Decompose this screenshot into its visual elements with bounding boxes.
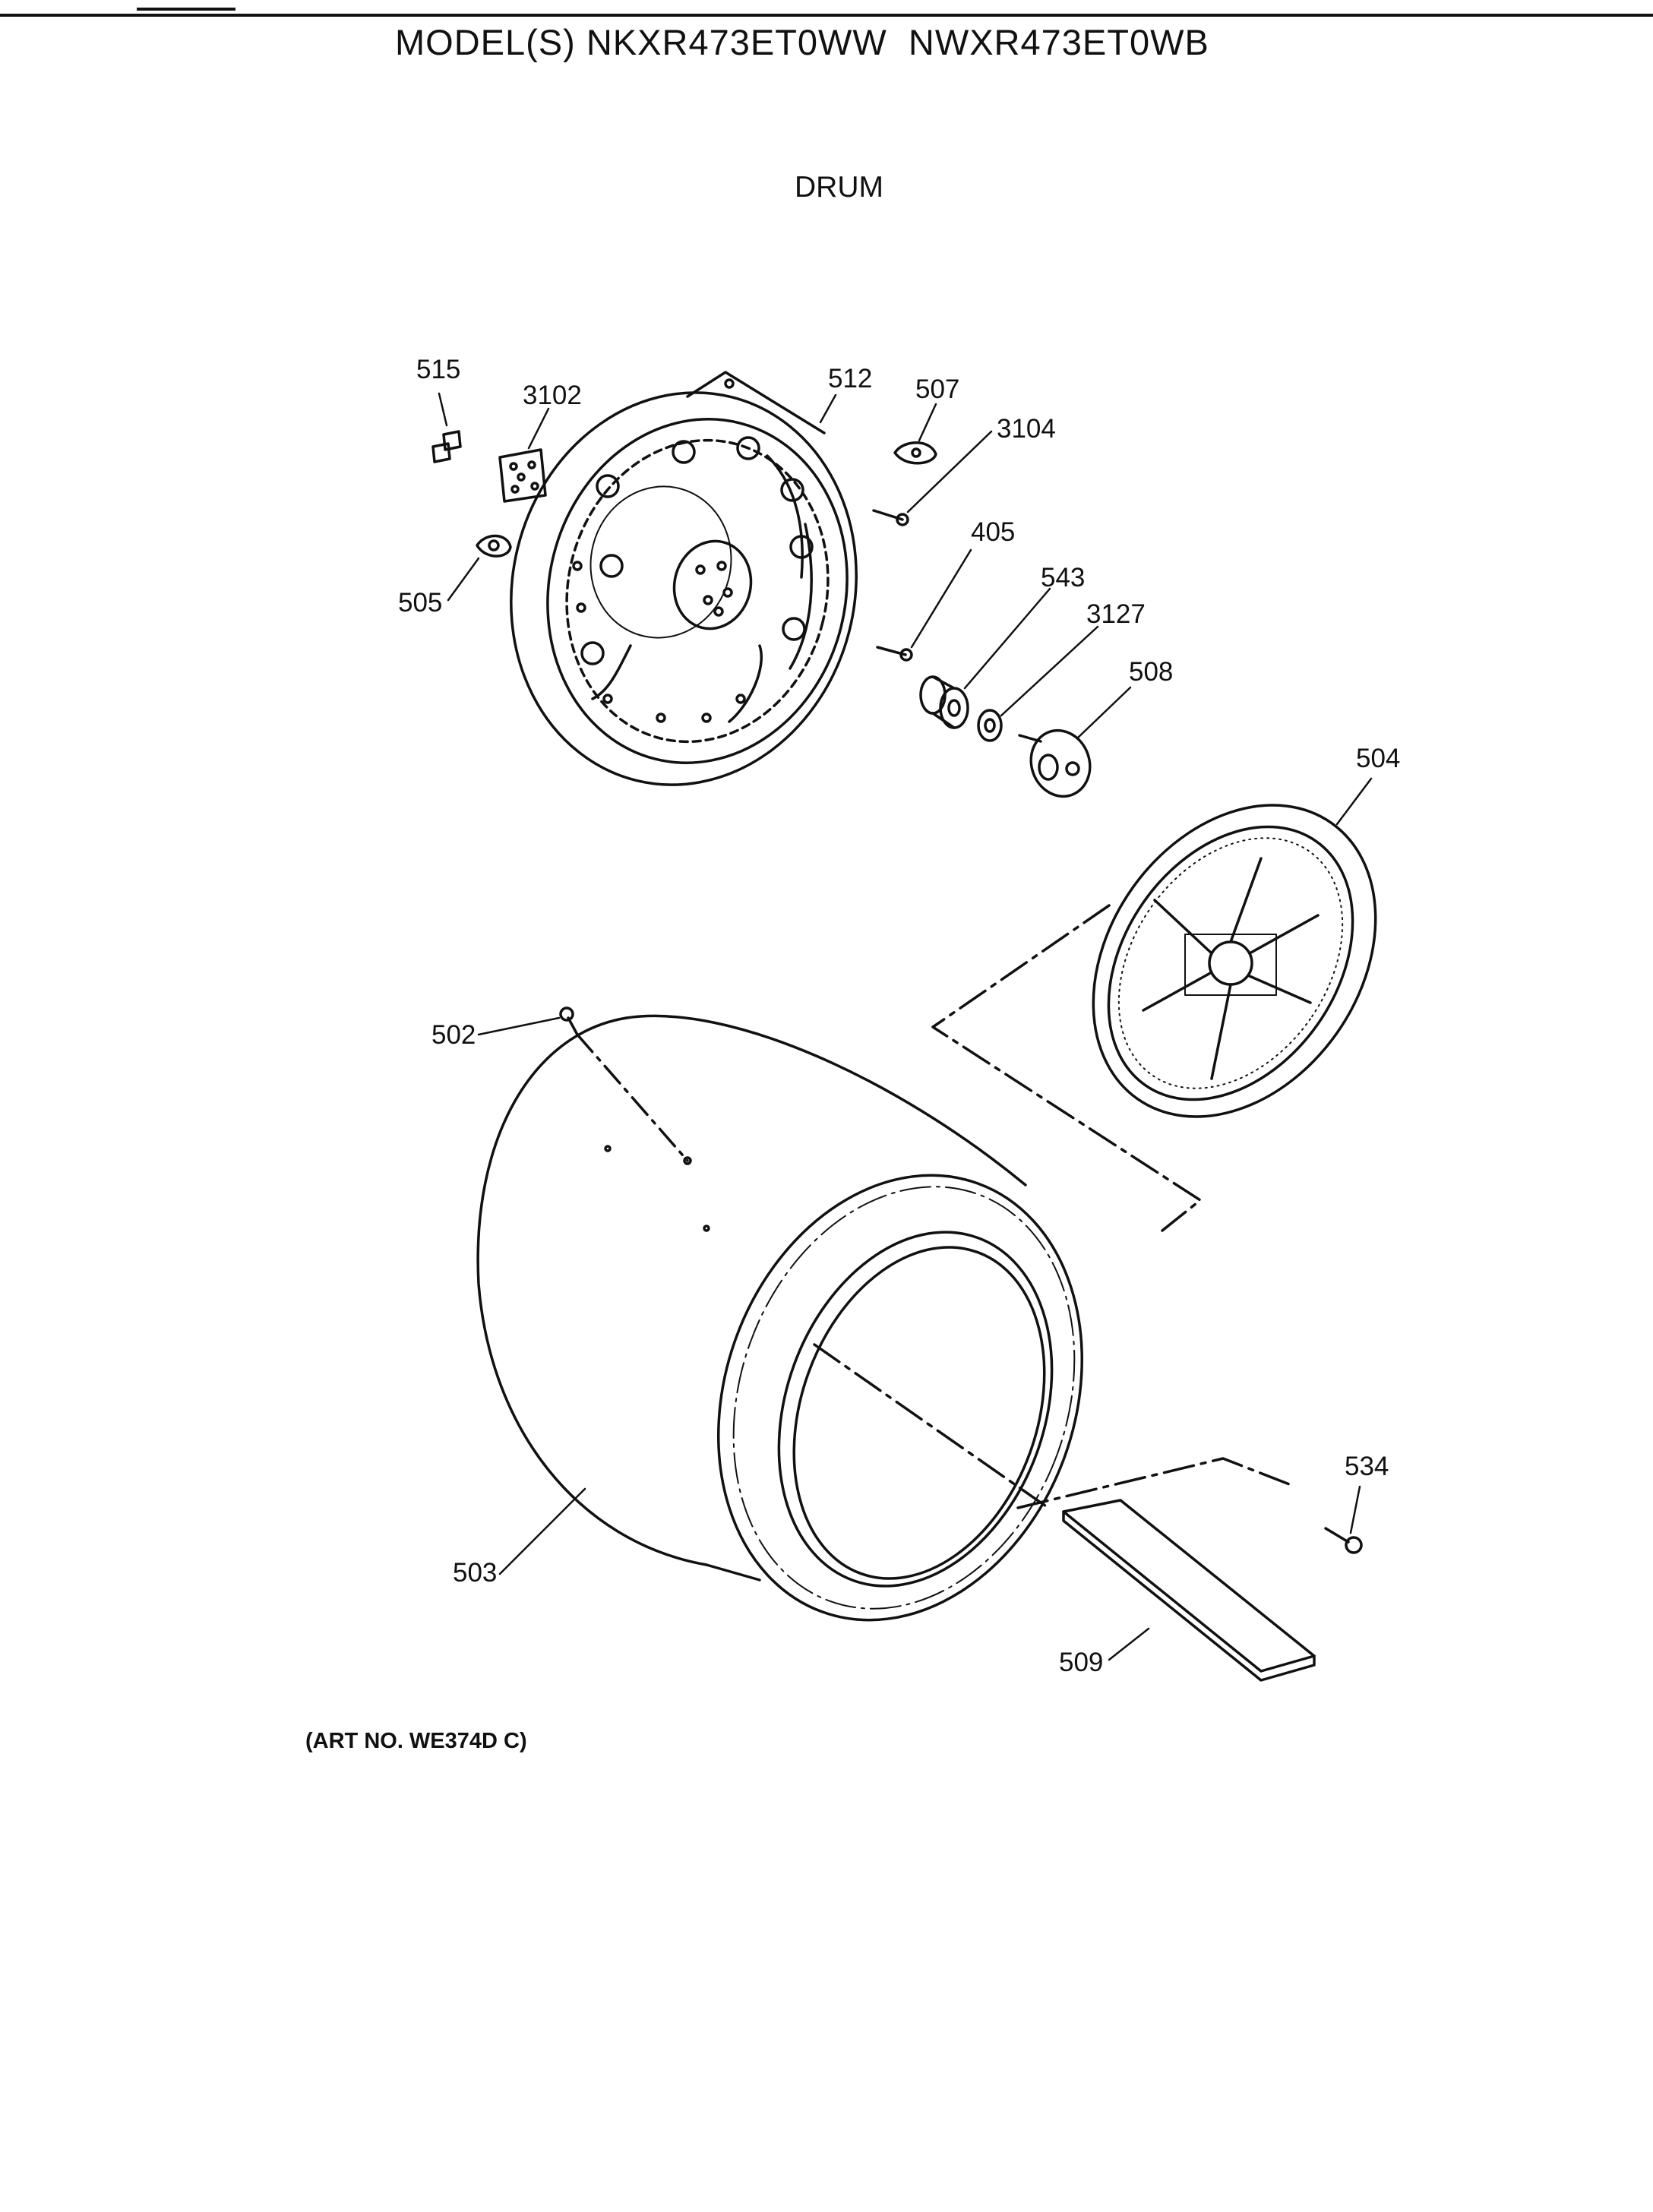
model-number-1: NKXR473ET0WW	[586, 22, 887, 62]
part-3102	[498, 448, 547, 503]
callout-502: 502	[431, 1020, 476, 1050]
baffle-509	[1062, 1499, 1316, 1682]
section-title: DRUM	[795, 171, 883, 204]
callout-534: 534	[1345, 1452, 1389, 1481]
callout-505: 505	[398, 588, 442, 618]
rear-bulkhead-512	[510, 371, 858, 786]
callout-3127: 3127	[1086, 599, 1146, 629]
screw-534	[1324, 1527, 1363, 1554]
screw-405	[876, 646, 913, 662]
drum-rear-504	[1092, 804, 1377, 1118]
dashed-connector-504	[931, 904, 1202, 1232]
part-505	[476, 534, 512, 558]
top-corner-mark	[137, 0, 235, 11]
models-label: MODEL(S)	[395, 22, 576, 62]
callout-507: 507	[915, 374, 959, 404]
model-header: MODEL(S) NKXR473ET0WW NWXR473ET0WB	[395, 21, 1209, 63]
callout-3104: 3104	[997, 414, 1056, 444]
screw-3104	[872, 509, 909, 526]
dashed-connector-503	[813, 1343, 1050, 1509]
callout-504: 504	[1356, 744, 1400, 773]
model-number-2: NWXR473ET0WB	[908, 22, 1209, 62]
callout-503: 503	[453, 1558, 497, 1588]
callout-508: 508	[1129, 657, 1173, 687]
callout-543: 543	[1041, 563, 1085, 592]
header-rule	[0, 14, 1653, 17]
leader-lines	[438, 392, 1373, 1661]
bearing-543	[919, 675, 969, 729]
drum-503	[476, 1014, 1083, 1622]
callout-405: 405	[971, 517, 1015, 547]
callout-512: 512	[828, 364, 872, 393]
part-515	[431, 430, 462, 463]
part-507	[893, 441, 937, 465]
callout-515: 515	[416, 355, 460, 384]
art-number: (ART NO. WE374D C)	[305, 1729, 527, 1753]
callout-509: 509	[1059, 1648, 1103, 1677]
dashed-connector-534	[1016, 1457, 1293, 1509]
shaft-508	[1018, 728, 1092, 798]
screw-502	[559, 1006, 689, 1162]
callout-3102: 3102	[523, 381, 582, 410]
washer-3127	[977, 709, 1003, 742]
